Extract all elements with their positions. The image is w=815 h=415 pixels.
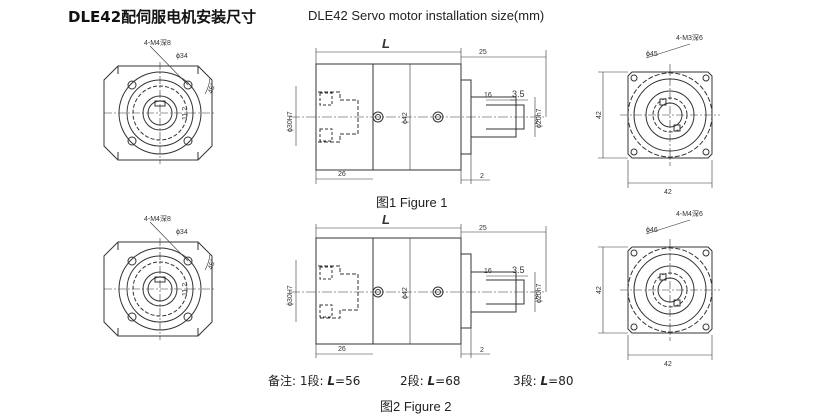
fig2-rear-view: [598, 219, 720, 360]
title-en: DLE42 Servo motor installation size(mm): [308, 8, 545, 23]
note-L1: L: [327, 374, 336, 388]
fig1-side-view: [290, 48, 547, 184]
note-L2: L: [427, 374, 436, 388]
fig2-rear-h: 42: [596, 286, 603, 294]
fig1-rear-h: 42: [596, 111, 603, 119]
fig2-front-view: [103, 221, 216, 340]
fig1-front-key: 11.2: [182, 107, 189, 120]
note-v1: =56: [335, 374, 361, 388]
note-seg3: 3段: L=80: [513, 372, 573, 389]
fig1-side-length: L: [382, 36, 390, 51]
fig2-side-d2b: 2: [535, 295, 539, 301]
fig1-rear-view: [598, 43, 720, 188]
fig2-side-d26: 26: [338, 346, 346, 353]
fig1-rear-holes: 4-M3深6: [676, 33, 703, 42]
note-s1: 1段:: [299, 374, 328, 388]
fig1-front-view: [103, 45, 216, 164]
fig1-side-d16: 16: [484, 92, 492, 99]
fig2-caption: 图2 Figure 2: [380, 399, 452, 414]
note-prefix: 备注:: [268, 374, 300, 388]
fig2-side-length: L: [382, 212, 390, 227]
fig2-front-angle: 45°: [206, 258, 217, 271]
fig2-rear-pcd: ϕ46: [646, 227, 658, 234]
note-line: 备注: 1段: L=56: [268, 372, 360, 389]
note-v2: =68: [435, 374, 461, 388]
fig1-side-d25: 25: [479, 49, 487, 56]
fig1-side-d35: 3.5: [512, 89, 525, 99]
fig1-side-d2: 2: [480, 173, 484, 180]
fig2-rear-holes: 4-M4深6: [676, 209, 703, 218]
note-v3: =80: [548, 374, 574, 388]
fig2-side-d35: 3.5: [512, 265, 525, 275]
fig1-side-d42: ϕ42: [402, 112, 409, 124]
fig2-side-d2: 2: [480, 347, 484, 354]
fig1-front-pcd: ϕ34: [176, 53, 188, 60]
fig2-side-d42: ϕ42: [402, 287, 409, 299]
note-seg2: 2段: L=68: [400, 372, 460, 389]
fig1-rear-w: 42: [664, 189, 672, 196]
note-s3: 3段:: [513, 374, 541, 388]
note-L3: L: [540, 374, 549, 388]
note-s2: 2段:: [400, 374, 428, 388]
fig1-caption: 图1 Figure 1: [376, 195, 448, 210]
fig2-side-d25: 25: [479, 225, 487, 232]
fig2-side-view: [290, 224, 547, 358]
fig1-side-d20h7: ϕ20h7: [536, 108, 543, 128]
fig2-side-d20h7: ϕ20h7: [536, 283, 543, 303]
fig1-side-d30h7: ϕ30H7: [287, 111, 294, 132]
title-cn: DLE42配伺服电机安装尺寸: [68, 8, 257, 26]
fig1-side-d2b: 2: [535, 120, 539, 126]
fig2-rear-w: 42: [664, 361, 672, 368]
fig1-front-angle: 45°: [206, 82, 217, 95]
fig2-side-d30h7: ϕ30H7: [287, 285, 294, 306]
fig2-front-holes: 4-M4深8: [144, 214, 171, 223]
fig1-front-holes: 4-M4深8: [144, 38, 171, 47]
fig2-front-key: 11.2: [182, 283, 189, 296]
fig1-rear-pcd: ϕ45: [646, 51, 658, 58]
fig1-side-d26: 26: [338, 171, 346, 178]
fig2-front-pcd: ϕ34: [176, 229, 188, 236]
fig2-side-d16: 16: [484, 268, 492, 275]
